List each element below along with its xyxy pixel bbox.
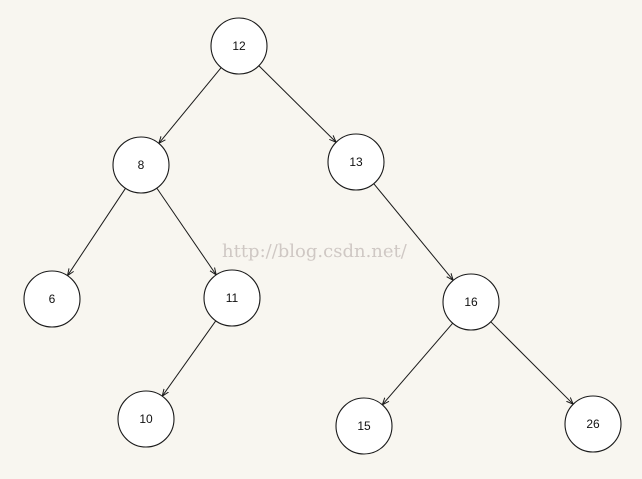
node-circle [327, 133, 385, 191]
edge-n16-n26 [490, 321, 573, 404]
tree-node-26: 26 [564, 395, 622, 453]
node-label: 16 [464, 295, 478, 309]
node-label: 11 [226, 291, 239, 305]
node-circle [335, 397, 393, 455]
node-label: 8 [138, 158, 145, 172]
edge-n16-n15 [382, 322, 454, 405]
edge-n13-n16 [373, 183, 453, 281]
edge-n11-n10 [162, 320, 217, 396]
edge-n8-n11 [156, 187, 216, 275]
watermark-text: http://blog.csdn.net/ [222, 241, 408, 262]
node-circle [442, 273, 500, 331]
tree-node-16: 16 [442, 273, 500, 331]
nodes-layer: 12 8 13 6 11 16 10 15 26 [23, 17, 622, 455]
tree-node-15: 15 [335, 397, 393, 455]
tree-node-11: 11 [203, 269, 261, 327]
edge-n8-n6 [67, 188, 126, 275]
tree-node-6: 6 [23, 270, 81, 328]
node-label: 26 [586, 417, 600, 431]
tree-node-8: 8 [112, 136, 170, 194]
tree-node-13: 13 [327, 133, 385, 191]
node-label: 13 [349, 155, 363, 169]
node-circle [203, 269, 261, 327]
node-circle [117, 390, 175, 448]
edge-n12-n13 [258, 65, 336, 143]
node-circle [564, 395, 622, 453]
edges-layer [67, 65, 573, 405]
node-circle [210, 17, 268, 75]
tree-node-10: 10 [117, 390, 175, 448]
node-circle [23, 270, 81, 328]
node-label: 6 [49, 292, 56, 306]
node-label: 15 [357, 419, 371, 433]
node-label: 12 [232, 39, 246, 53]
node-circle [112, 136, 170, 194]
node-label: 10 [139, 412, 153, 426]
edge-n12-n8 [159, 67, 222, 144]
tree-node-12: 12 [210, 17, 268, 75]
